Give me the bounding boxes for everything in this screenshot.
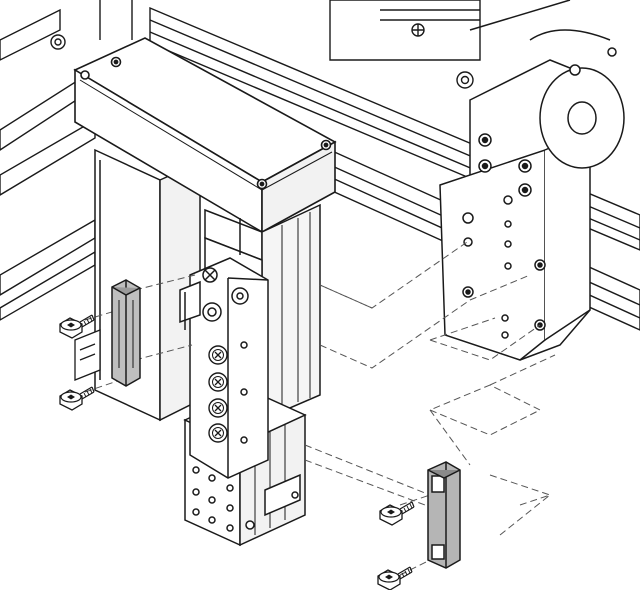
assembly-guide-lines (84, 239, 556, 576)
bracket-left (111, 279, 141, 387)
motor-housing (94, 148, 201, 422)
actuator-carriage-block (73, 37, 337, 234)
linear-rail-frame (74, 329, 101, 381)
cable-connector-bank (179, 257, 269, 479)
bracket-right (427, 461, 461, 569)
mounting-plate (439, 0, 625, 361)
